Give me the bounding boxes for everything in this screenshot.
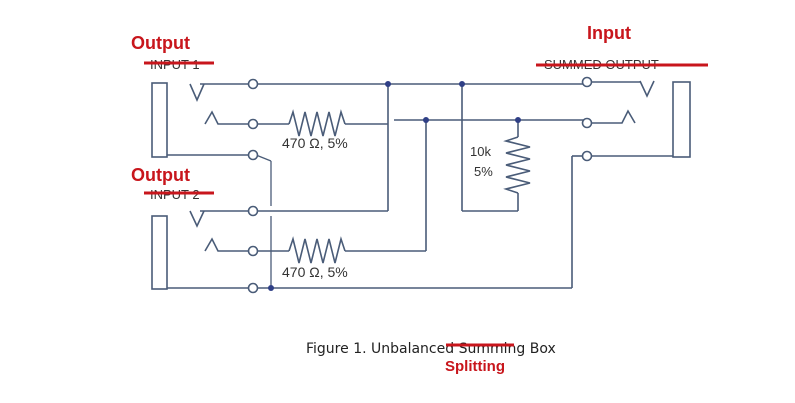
- terminal-j2-sleeve: [247, 282, 259, 294]
- jack-3-sleeve: [672, 81, 691, 158]
- jack-1-ring-contact: [204, 110, 250, 125]
- output-2-label: Output: [131, 165, 190, 185]
- resistor-r2: [288, 236, 346, 264]
- junction-top-left: [385, 81, 391, 87]
- jack-2: [151, 210, 250, 290]
- wiring: [255, 83, 584, 289]
- terminal-j2-tip: [247, 205, 259, 217]
- terminal-j1-sleeve: [247, 149, 259, 161]
- output-1-label: Output: [131, 33, 190, 53]
- junction-mid: [423, 117, 429, 123]
- caption-struck-word: Summing: [459, 341, 526, 357]
- terminal-j3-sleeve: [581, 150, 593, 162]
- jack-1-tip-contact: [189, 83, 205, 102]
- r1-label: 470 Ω, 5%: [282, 135, 348, 151]
- junction-top-right: [459, 81, 465, 87]
- terminal-j3-tip: [581, 76, 593, 88]
- r3-tolerance-label: 5%: [474, 164, 493, 179]
- terminals: [247, 76, 593, 294]
- jack-3-tip-contact: [639, 80, 655, 98]
- terminal-j2-ring: [247, 245, 259, 257]
- junction-r3-top: [515, 117, 521, 123]
- junction-ground: [268, 285, 274, 291]
- jack-2-ring-contact: [204, 237, 250, 252]
- terminal-j1-tip: [247, 78, 259, 90]
- terminal-j1-ring: [247, 118, 259, 130]
- junctions: [268, 81, 521, 291]
- jack-2-tip-contact: [189, 210, 205, 228]
- caption-replacement-word: Splitting: [445, 358, 505, 375]
- r3-value-label: 10k: [470, 144, 491, 159]
- caption-suffix: Box: [525, 341, 555, 357]
- resistor-r1: [288, 109, 346, 137]
- jack-3-ring-contact: [590, 109, 636, 124]
- figure-caption: Figure 1. Unbalanced Summing Box: [306, 341, 556, 357]
- jack-1: [151, 82, 250, 158]
- r2-label: 470 Ω, 5%: [282, 264, 348, 280]
- caption-prefix: Figure 1. Unbalanced: [306, 341, 459, 357]
- terminal-j3-ring: [581, 117, 593, 129]
- sleeve-link-corner: [255, 154, 272, 162]
- jack-1-sleeve: [151, 82, 168, 158]
- resistor-r3: [503, 136, 531, 194]
- jack-3: [590, 80, 691, 158]
- jack-2-sleeve: [151, 215, 168, 290]
- input-top-label: Input: [587, 23, 631, 43]
